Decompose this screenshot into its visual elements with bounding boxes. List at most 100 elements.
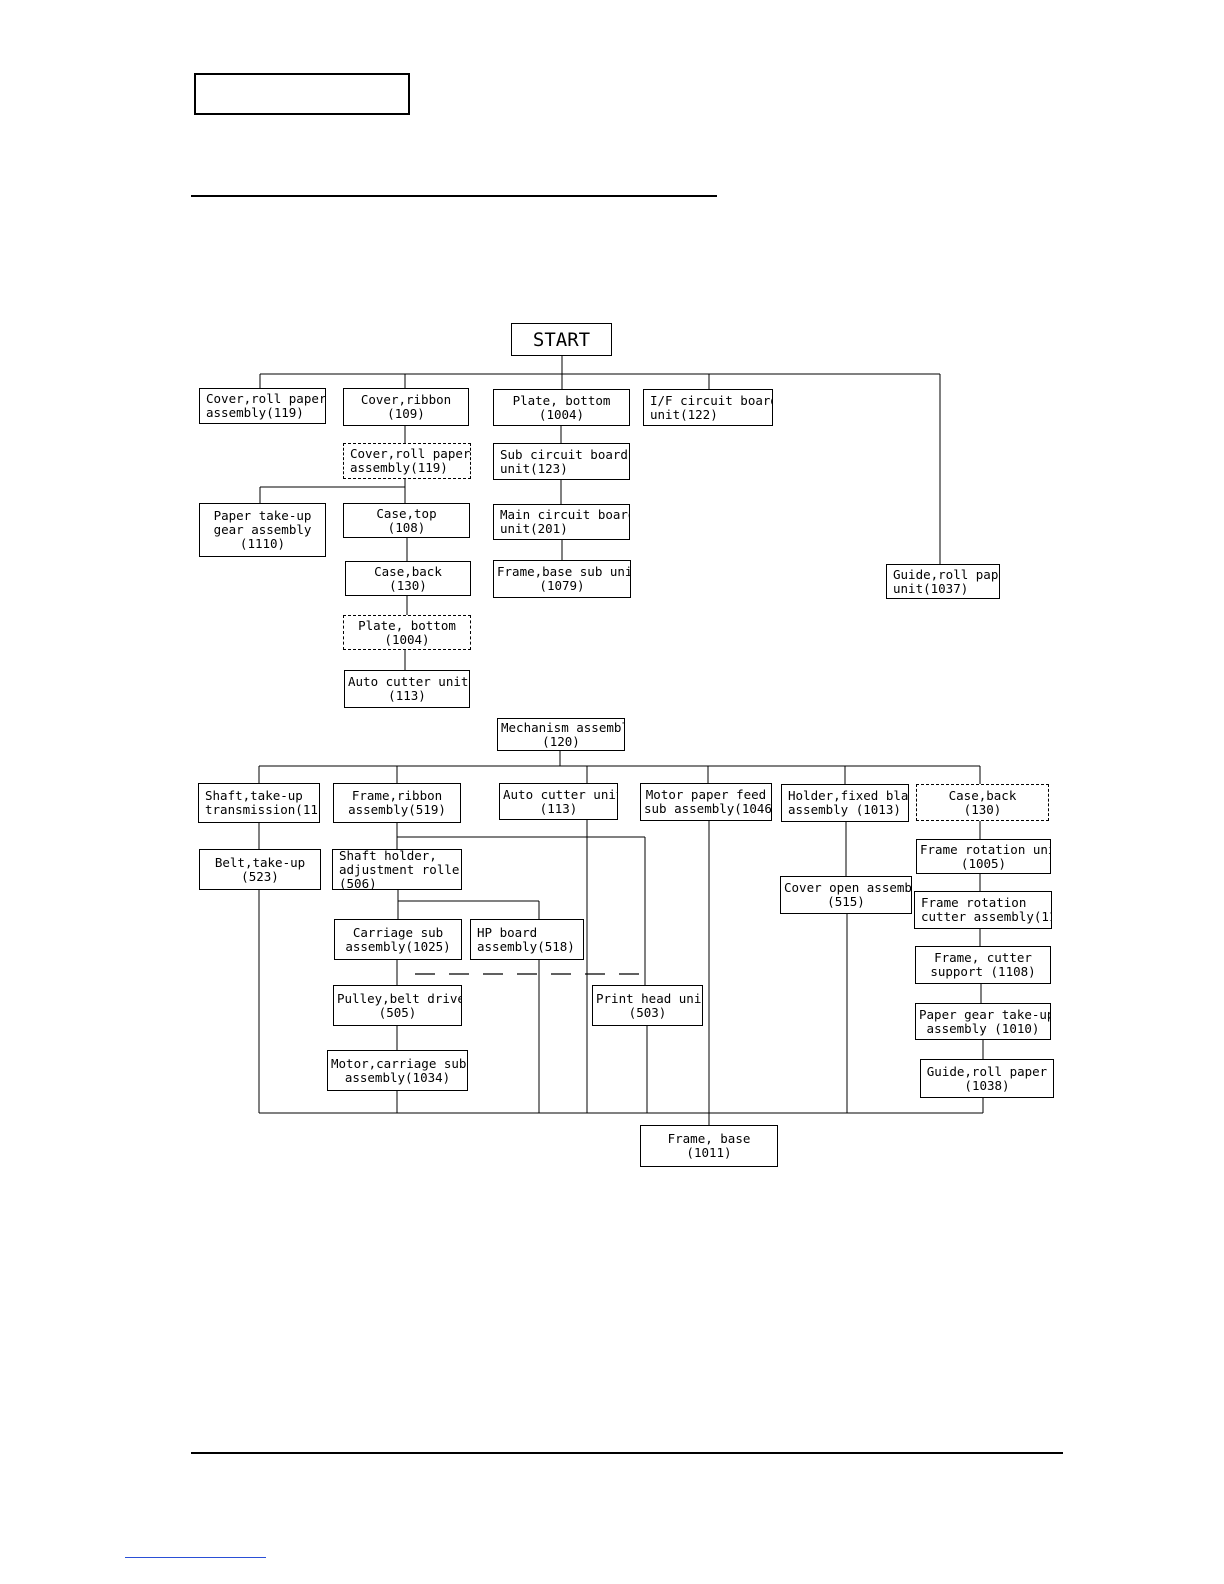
node-label-line: Paper take-up [213, 508, 312, 523]
node-label-line: Motor paper feed [645, 787, 767, 802]
node-label-line: Case,top [376, 505, 437, 521]
footer-rule [191, 1452, 1063, 1454]
start-node: START [511, 323, 612, 356]
node-label-line: (1079) [539, 578, 585, 593]
node-label-line: I/F circuit board [650, 392, 773, 408]
node-label-line: (1038) [964, 1077, 1010, 1093]
diagram-node-n13: Plate, bottom(1004) [343, 615, 471, 650]
node-label-line: Case,back [948, 787, 1017, 803]
title-underline [191, 195, 717, 197]
node-label-line: Frame, cutter [934, 950, 1032, 965]
diagram-node-n35: Frame, base(1011) [640, 1125, 778, 1167]
node-label-line: Frame rotation unit [920, 841, 1051, 857]
node-label-line: Main circuit board [500, 507, 630, 522]
diagram-node-n2: Cover,ribbon(109) [343, 388, 469, 426]
node-label-line: Auto cutter unit [503, 786, 618, 802]
node-label-line: Plate, bottom [512, 392, 611, 408]
node-label-line: Shaft holder, [339, 849, 437, 863]
node-label-line: Case,back [374, 563, 442, 579]
diagram-node-n15: Mechanism assembly(120) [497, 718, 625, 751]
node-label-line: Cover,roll paper [350, 446, 471, 461]
node-label-line: (120) [542, 733, 580, 749]
diagram-node-n23: Belt,take-up(523) [199, 849, 321, 890]
node-label-line: assembly(119) [350, 460, 448, 475]
node-label-line: gear assembly [213, 522, 312, 537]
node-label-line: HP board [477, 924, 538, 940]
diagram-node-n18: Auto cutter unit(113) [499, 783, 618, 820]
node-label-line: (130) [963, 801, 1002, 817]
node-label-line: (505) [378, 1004, 417, 1020]
diagram-node-n31: Print head unit(503) [592, 985, 703, 1026]
node-label-line: unit(1037) [893, 580, 969, 596]
node-label-line: Carriage sub [352, 924, 444, 940]
node-label-line: (130) [389, 577, 427, 593]
node-label-line: Motor,carriage sub [331, 1055, 467, 1071]
diagram-node-n14: Auto cutter unit(113) [344, 670, 470, 708]
footer-link-underline[interactable] [125, 1557, 266, 1558]
node-label-line: Sub circuit board [500, 446, 628, 462]
node-label-line: Auto cutter unit [348, 674, 469, 689]
node-label-line: assembly(1034) [344, 1069, 451, 1085]
node-label-line: (503) [628, 1004, 667, 1020]
node-label-line: Guide,roll paper [893, 566, 999, 582]
node-label-line: (108) [387, 519, 426, 535]
node-label-line: assembly (1013) [788, 802, 901, 817]
node-label-line: assembly(518) [477, 938, 575, 954]
node-label-line: Frame,ribbon [351, 788, 443, 803]
node-label-line: Belt,take-up [214, 854, 306, 870]
diagram-node-n22: Frame rotation unit(1005) [916, 839, 1051, 874]
node-label-line: (1011) [686, 1145, 732, 1160]
node-label-line: Shaft,take-up [205, 788, 303, 803]
diagram-node-n12: Guide,roll paperunit(1037) [886, 564, 1000, 599]
node-label-line: adjustment roller [339, 861, 462, 877]
node-label-line: (1004) [384, 631, 430, 647]
node-label-line: unit(122) [650, 406, 718, 422]
node-label-line: Guide,roll paper [926, 1063, 1048, 1079]
node-label-line: assembly(119) [206, 405, 304, 420]
node-label-line: assembly (1010) [926, 1020, 1040, 1036]
diagram-node-n21: Case,back(130) [916, 784, 1049, 821]
node-label-line: (113) [388, 688, 426, 703]
diagram-node-n3: Plate, bottom(1004) [493, 389, 630, 426]
header-label-box [194, 73, 410, 115]
node-label-line: Cover open assembly [784, 880, 912, 895]
diagram-node-n24: Shaft holder,adjustment roller(506) [332, 849, 462, 890]
node-label-line: (1005) [960, 855, 1007, 871]
diagram-node-n25: Cover open assembly(515) [780, 876, 912, 914]
node-label-line: (113) [539, 800, 578, 816]
node-label-line: Frame, base [667, 1131, 751, 1146]
diagram-node-n30: Pulley,belt drive(505) [333, 985, 462, 1026]
node-label-line: Frame,base sub unit [497, 564, 631, 579]
node-label-line: cutter assembly(1114) [921, 909, 1051, 924]
node-label-line: (1110) [239, 536, 286, 551]
node-label-line: transmission(1112) [205, 802, 319, 817]
node-label-line: support (1108) [930, 964, 1036, 979]
node-label-line: unit(123) [500, 460, 568, 476]
node-label-line: (515) [827, 894, 865, 909]
node-label-line: unit(201) [500, 521, 568, 536]
node-label-line: assembly(1025) [345, 938, 451, 954]
node-label-line: Print head unit [596, 990, 703, 1006]
node-label-line: Frame rotation [921, 895, 1027, 910]
diagram-node-n20: Holder,fixed bladeassembly (1013) [781, 784, 909, 822]
node-label-line: (109) [387, 406, 425, 421]
diagram-node-n11: Frame,base sub unit(1079) [493, 560, 631, 598]
node-label-line: (506) [339, 875, 377, 890]
node-label-line: Paper gear take-up [919, 1006, 1051, 1022]
node-label-line: sub assembly(1046) [644, 801, 772, 816]
node-label-line: (523) [241, 868, 279, 884]
